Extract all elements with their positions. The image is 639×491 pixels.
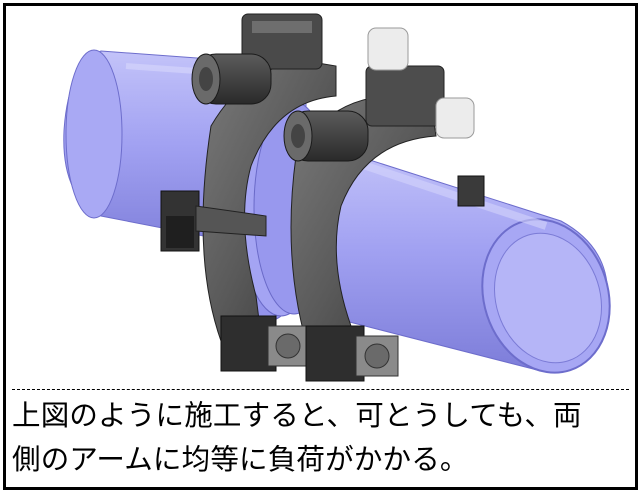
bottom-bolt-back xyxy=(220,315,309,372)
back-clamp xyxy=(202,13,337,342)
top-bolt-front xyxy=(283,110,369,162)
dashed-divider xyxy=(12,389,629,390)
white-nut-front xyxy=(435,97,475,139)
white-nut-back xyxy=(367,27,409,71)
caption: 上図のように施工すると、可とうしても、両 側のアームに均等に負荷がかかる。 xyxy=(12,394,632,482)
right-pipe xyxy=(325,145,611,374)
pipe-coupling-illustration xyxy=(6,6,635,389)
top-bolt-back xyxy=(191,53,272,105)
right-side-lug xyxy=(457,175,485,207)
figure-frame: 上図のように施工すると、可とうしても、両 側のアームに均等に負荷がかかる。 xyxy=(3,3,638,490)
caption-line-1: 上図のように施工すると、可とうしても、両 xyxy=(12,399,582,432)
caption-line-2: 側のアームに均等に負荷がかかる。 xyxy=(12,443,469,476)
bottom-bolt-front xyxy=(305,325,399,382)
left-side-lug xyxy=(160,190,267,252)
